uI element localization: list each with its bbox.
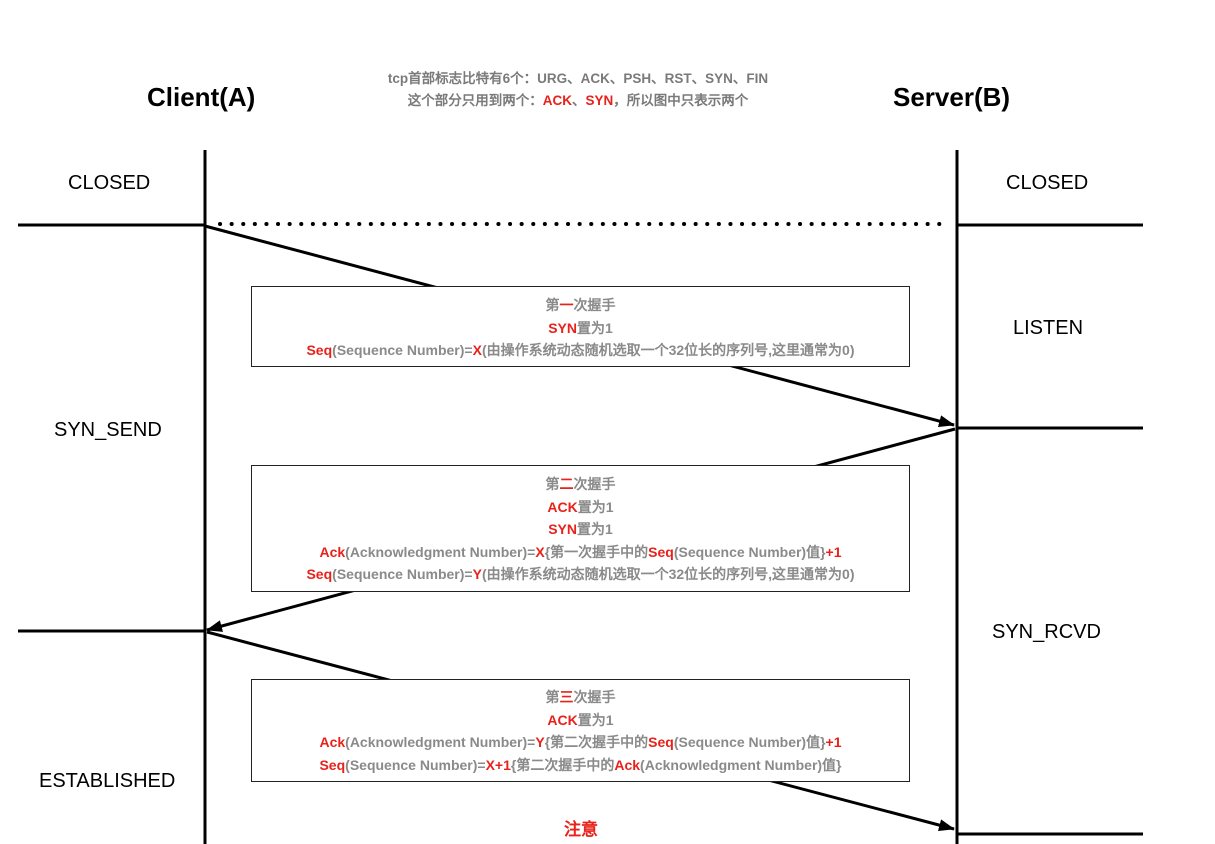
server-state-closed: CLOSED bbox=[1006, 172, 1089, 194]
handshake3-acknum-line: Ack(Acknowledgment Number)=Y{第二次握手中的Seq(… bbox=[319, 734, 842, 750]
handshake2-seq-line: Seq(Sequence Number)=Y(由操作系统动态随机选取一个32位长… bbox=[306, 566, 855, 582]
handshake3-ack-line: ACK置为1 bbox=[547, 711, 614, 728]
flags-note-line1: tcp首部标志比特有6个：URG、ACK、PSH、RST、SYN、FIN bbox=[387, 71, 769, 86]
handshake2-ack-line: ACK置为1 bbox=[547, 498, 614, 515]
handshake1-title: 第一次握手 bbox=[545, 297, 616, 313]
handshake1-seq-line: Seq(Sequence Number)=X(由操作系统动态随机选取一个32位长… bbox=[306, 342, 855, 358]
client-state-closed: CLOSED bbox=[68, 172, 151, 194]
server-state-listen: LISTEN bbox=[1013, 317, 1084, 339]
handshake1-syn-line: SYN置为1 bbox=[548, 319, 613, 336]
handshake2-box: 第二次握手 ACK置为1 SYN置为1 Ack(Acknowledgment N… bbox=[251, 465, 910, 592]
client-title: Client(A) bbox=[147, 82, 256, 112]
handshake3-box: 第三次握手 ACK置为1 Ack(Acknowledgment Number)=… bbox=[251, 679, 910, 782]
handshake3-title: 第三次握手 bbox=[545, 689, 616, 705]
handshake2-acknum-line: Ack(Acknowledgment Number)=X{第一次握手中的Seq(… bbox=[319, 543, 842, 560]
handshake2-syn-line: SYN置为1 bbox=[548, 521, 613, 537]
handshake3-seq-line: Seq(Sequence Number)=X+1{第二次握手中的Ack(Ackn… bbox=[319, 756, 842, 773]
flags-note-line2: 这个部分只用到两个：ACK、SYN，所以图中只表示两个 bbox=[407, 93, 749, 108]
server-title: Server(B) bbox=[893, 82, 1011, 112]
client-state-established: ESTABLISHED bbox=[39, 770, 176, 792]
client-state-syn-send: SYN_SEND bbox=[54, 419, 162, 441]
server-state-syn-rcvd: SYN_RCVD bbox=[992, 621, 1101, 643]
handshake1-box: 第一次握手 SYN置为1 Seq(Sequence Number)=X(由操作系… bbox=[251, 286, 910, 367]
handshake2-title: 第二次握手 bbox=[545, 476, 616, 492]
notice-label: 注意 bbox=[564, 820, 598, 839]
flags-note: tcp首部标志比特有6个：URG、ACK、PSH、RST、SYN、FIN 这个部… bbox=[298, 68, 858, 112]
